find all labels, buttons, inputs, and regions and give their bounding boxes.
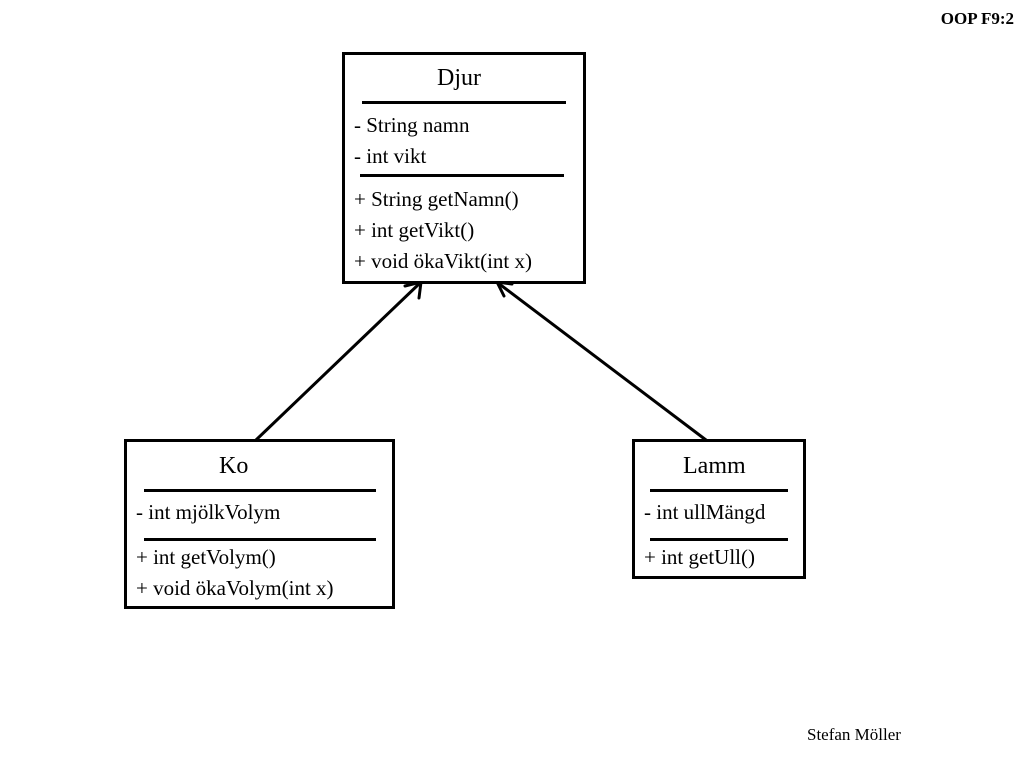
class-name-ko: Ko [219, 453, 249, 479]
method-ko-getvolym: + int getVolym() [136, 545, 276, 569]
attribute-lamm-ullmangd: - int ullMängd [644, 500, 766, 524]
slide-label: OOP F9:2 [940, 9, 1014, 28]
method-djur-getvikt: + int getVikt() [354, 218, 475, 242]
method-ko-okavolym: + void ökaVolym(int x) [136, 576, 334, 600]
attribute-ko-mjolkvolym: - int mjölkVolym [136, 500, 281, 524]
method-lamm-getull: + int getUll() [644, 545, 755, 569]
arrow-ko-to-djur [254, 281, 422, 442]
divider-lamm-name [650, 489, 788, 492]
method-djur-okavikt: + void ökaVikt(int x) [354, 249, 532, 273]
divider-djur-attributes [360, 174, 564, 177]
divider-ko-attributes [144, 538, 376, 541]
author-name: Stefan Möller [807, 725, 901, 744]
attribute-djur-namn: - String namn [354, 113, 470, 137]
class-name-lamm: Lamm [683, 453, 746, 479]
divider-lamm-attributes [650, 538, 788, 541]
class-box-lamm: Lamm - int ullMängd + int getUll() [632, 439, 806, 579]
arrow-lamm-to-djur [496, 281, 708, 442]
divider-ko-name [144, 489, 376, 492]
attribute-djur-vikt: - int vikt [354, 144, 427, 168]
class-box-ko: Ko - int mjölkVolym + int getVolym() + v… [124, 439, 395, 609]
class-name-djur: Djur [437, 65, 481, 91]
divider-djur-name [362, 101, 566, 104]
method-djur-getnamn: + String getNamn() [354, 187, 519, 211]
class-box-djur: Djur - String namn - int vikt + String g… [342, 52, 586, 284]
